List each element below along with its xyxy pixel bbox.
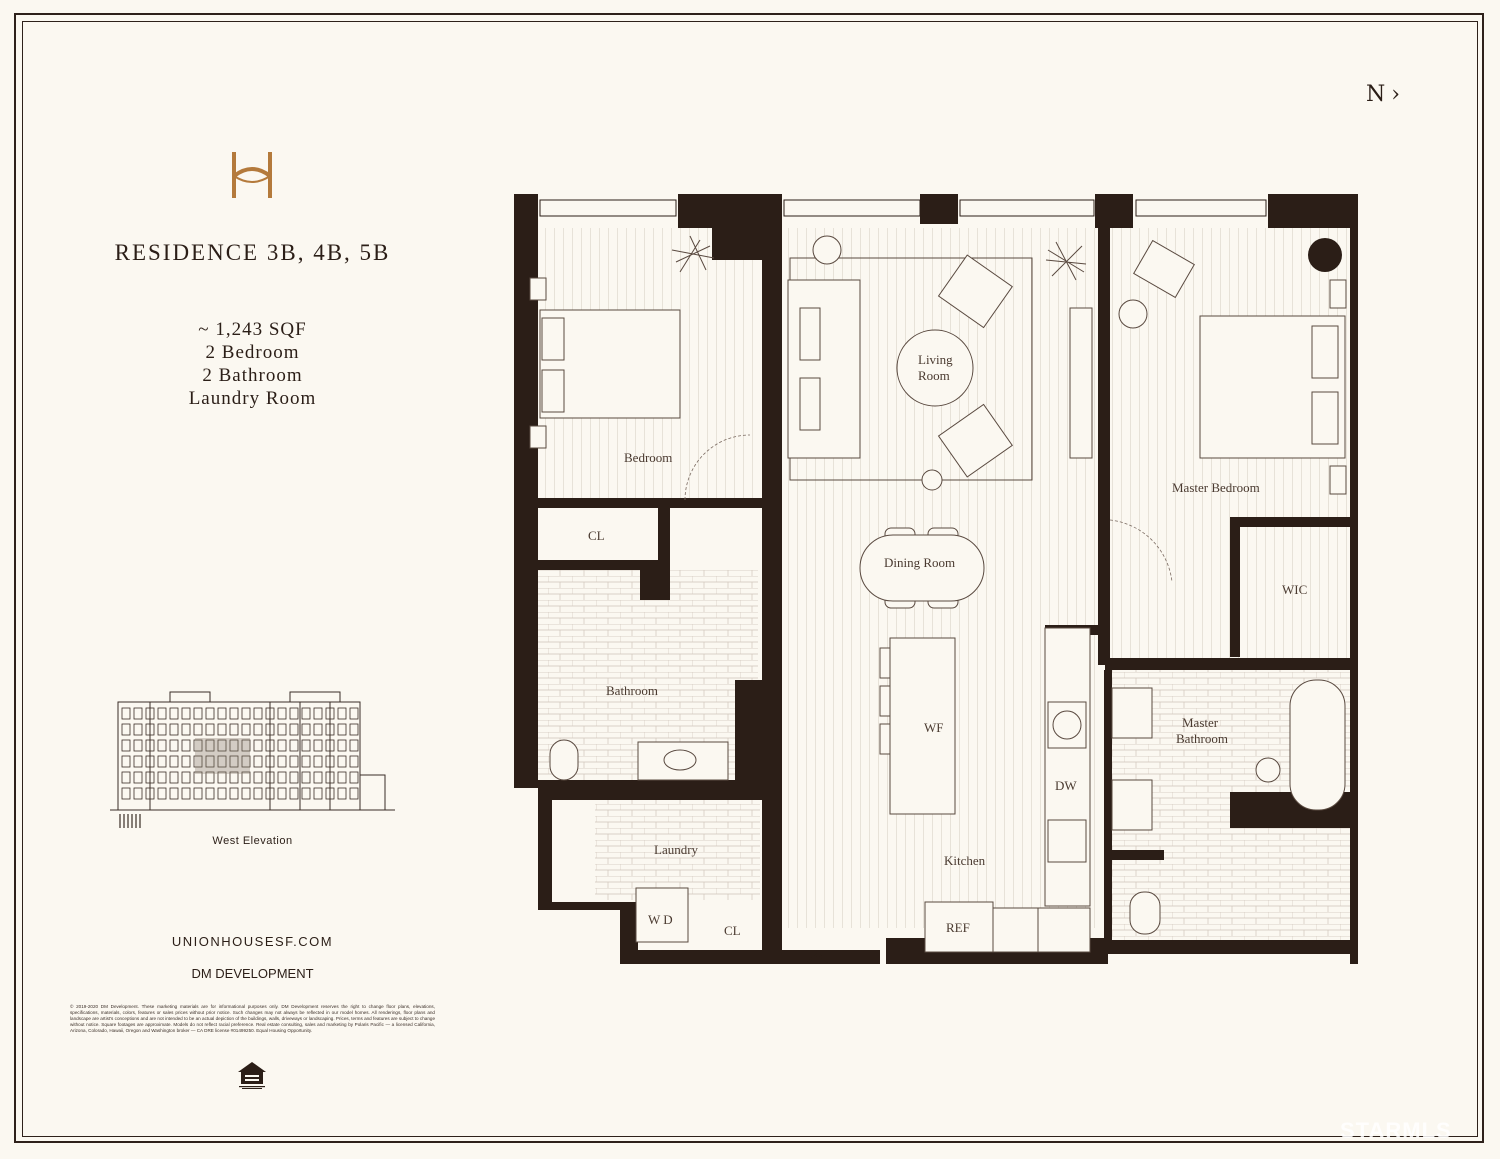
lamp-icon	[1308, 238, 1342, 272]
website-link[interactable]: UNIONHOUSESF.COM	[171, 934, 334, 949]
floor-plan: Bedroom CL Bathroom Laundry W D CL Livin…	[514, 194, 1358, 964]
room-label-bathroom: Bathroom	[606, 683, 658, 698]
room-label-washer-dryer: W D	[648, 912, 673, 927]
windows	[539, 199, 1267, 217]
plant-icon	[671, 235, 715, 273]
residence-title: RESIDENCE 3B, 4B, 5B	[114, 240, 391, 265]
label-wine-fridge: WF	[924, 720, 944, 735]
walls	[514, 194, 1358, 964]
master-bed	[1199, 279, 1347, 495]
dining-table	[859, 527, 985, 609]
bath-fixtures	[549, 679, 1346, 943]
entry-chevron-icon	[807, 952, 829, 963]
room-label-living-1: Living	[918, 352, 953, 367]
developer-name: DM DEVELOPMENT	[191, 966, 314, 981]
bathroom-count: 2 Bathroom	[202, 365, 303, 386]
room-label-living-2: Room	[918, 368, 950, 383]
plant-icon-2	[1045, 241, 1087, 281]
room-label-master-bath-1: Master	[1182, 715, 1219, 730]
room-label-master-bath-2: Bathroom	[1176, 731, 1228, 746]
outer-frame	[14, 13, 1484, 1143]
room-label-laundry: Laundry	[654, 842, 699, 857]
disclaimer-text: © 2019-2020 DM Development. These market…	[70, 1004, 435, 1033]
extra-room: Laundry Room	[188, 388, 317, 409]
bedroom-door-swing	[684, 434, 751, 501]
living-furniture	[787, 235, 1195, 491]
room-label-dining: Dining Room	[884, 555, 955, 570]
elevation-label: West Elevation	[212, 835, 293, 847]
area-text: ~ 1,243 SQF	[198, 319, 307, 340]
room-label-closet: CL	[588, 528, 605, 543]
north-label: N	[1366, 82, 1392, 107]
watermark-text: STARMLS	[1340, 1118, 1452, 1143]
equal-housing-icon	[238, 1062, 266, 1089]
label-refrigerator: REF	[946, 920, 970, 935]
room-label-closet-2: CL	[724, 923, 741, 938]
residence-stats: ~ 1,243 SQF 2 Bedroom 2 Bathroom Laundry…	[60, 318, 445, 410]
bedroom-furniture	[529, 277, 681, 449]
room-label-kitchen: Kitchen	[944, 853, 986, 868]
room-label-bedroom: Bedroom	[624, 450, 672, 465]
laundry-floor	[595, 800, 760, 900]
master-door-swing	[1109, 519, 1173, 583]
room-label-master-bedroom: Master Bedroom	[1172, 480, 1260, 495]
bedroom-count: 2 Bedroom	[205, 342, 300, 363]
h-monogram-icon	[232, 152, 272, 198]
north-indicator: N›	[1366, 82, 1406, 107]
label-dishwasher: DW	[1055, 778, 1077, 793]
inner-frame	[22, 21, 1478, 1137]
room-label-wic: WIC	[1282, 582, 1307, 597]
west-elevation-drawing	[110, 691, 395, 828]
kitchen-fixtures	[879, 627, 1091, 953]
chevron-right-icon: ›	[1391, 82, 1407, 107]
